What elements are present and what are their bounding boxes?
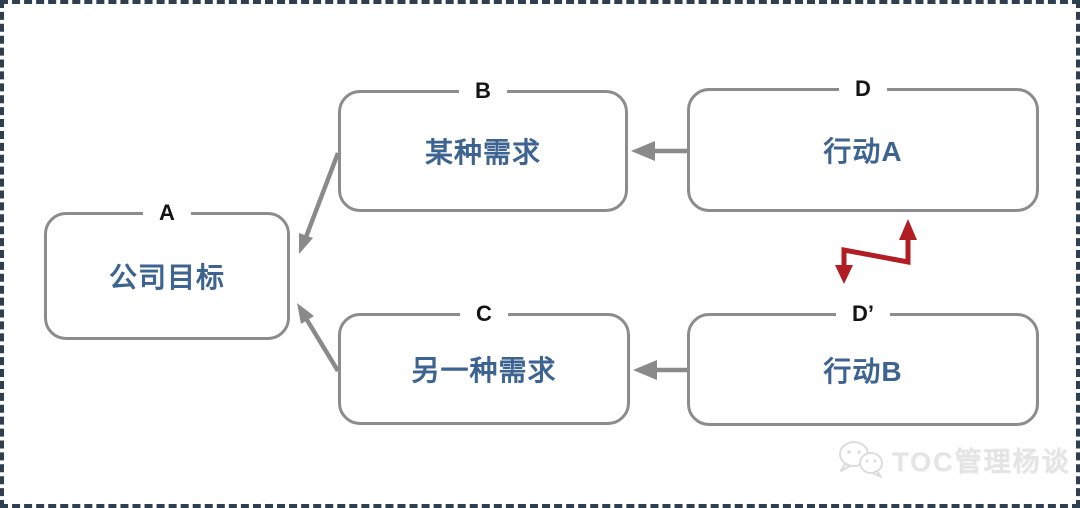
node-text-dprime: 行动B	[823, 355, 903, 387]
conflict-arrow	[835, 219, 917, 284]
watermark-text: TOC管理杨谈	[892, 446, 1071, 477]
node-text-b: 某种需求	[424, 137, 541, 168]
conflict-zigzag	[841, 239, 911, 268]
arrow-head	[631, 141, 655, 161]
node-text-c: 另一种需求	[411, 355, 557, 386]
arrow-d-to-b	[631, 141, 688, 161]
node-tag-c: C	[460, 303, 508, 326]
arrow-head	[299, 233, 313, 254]
arrow-shaft	[303, 152, 341, 238]
node-action-b: D’ 行动B	[687, 303, 1039, 426]
arrow-b-to-a	[299, 152, 341, 254]
arrow-shaft	[305, 318, 340, 373]
arrow-c-to-a	[297, 303, 340, 373]
node-tag-b: B	[459, 80, 507, 103]
arrow-head	[297, 303, 314, 324]
node-company-goal: A 公司目标	[44, 202, 290, 340]
conflict-arrow-head-down	[835, 265, 853, 284]
node-text-d: 行动A	[823, 136, 903, 167]
node-need-one: B 某种需求	[338, 80, 628, 212]
node-need-two: C 另一种需求	[338, 303, 630, 425]
arrow-dprime-to-c	[633, 360, 688, 380]
arrow-head	[633, 360, 657, 380]
node-tag-a: A	[143, 202, 191, 225]
watermark: TOC管理杨谈	[836, 438, 1071, 480]
conflict-arrow-head-up	[899, 219, 917, 240]
node-tag-dprime: D’	[836, 303, 890, 326]
node-tag-d: D	[839, 78, 887, 101]
node-action-a: D 行动A	[687, 78, 1039, 212]
node-text-a: 公司目标	[108, 262, 225, 293]
wechat-icon	[839, 441, 883, 478]
